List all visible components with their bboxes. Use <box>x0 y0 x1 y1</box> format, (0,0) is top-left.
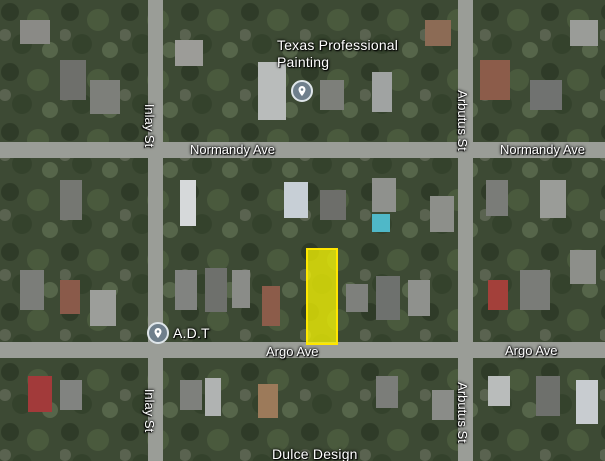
poi-label-adt[interactable]: A.D.T <box>173 325 210 341</box>
poi-label-texas-professional-painting-line2[interactable]: Painting <box>277 54 330 70</box>
street-label-argo-ave: Argo Ave <box>505 343 558 358</box>
pin-glyph-icon <box>298 86 306 96</box>
street-label-inlay-st: Inlay St <box>142 388 158 433</box>
street-label-normandy-ave: Normandy Ave <box>500 142 586 157</box>
highlighted-parcel[interactable] <box>306 248 338 345</box>
street-label-inlay-st: Inlay St <box>142 103 158 148</box>
street-label-arbutus-st: Arbutus St <box>454 90 470 151</box>
pin-glyph-icon <box>154 328 162 338</box>
street-label-normandy-ave: Normandy Ave <box>190 142 276 157</box>
location-pin-icon[interactable] <box>291 80 313 102</box>
building-roofs <box>20 20 598 424</box>
poi-label-texas-professional-painting[interactable]: Texas Professional <box>277 37 399 53</box>
street-label-argo-ave: Argo Ave <box>266 344 319 359</box>
location-pin-icon[interactable] <box>147 322 169 344</box>
street-label-arbutus-st: Arbutus St <box>454 382 470 443</box>
poi-label-dulce-design[interactable]: Dulce Design <box>272 446 358 461</box>
